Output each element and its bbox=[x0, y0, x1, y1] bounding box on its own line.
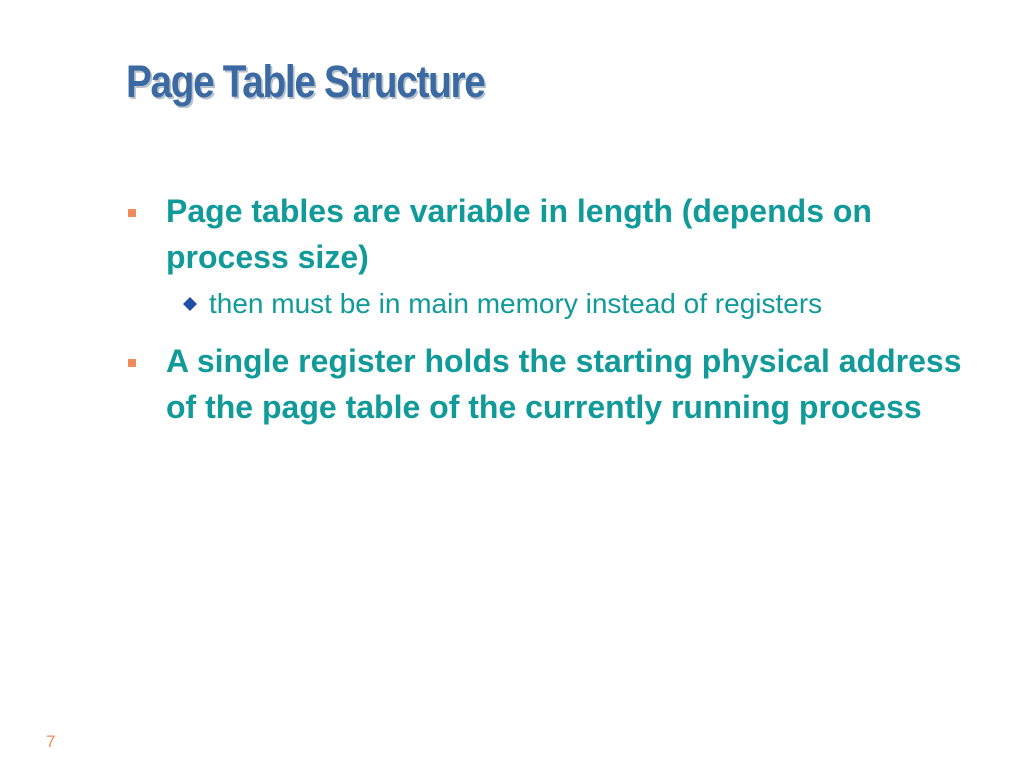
diamond-bullet-icon bbox=[183, 297, 197, 311]
square-bullet-icon bbox=[128, 209, 136, 217]
sub-bullet-text: then must be in main memory instead of r… bbox=[209, 288, 823, 319]
bullet-item: A single register holds the starting phy… bbox=[124, 338, 994, 430]
slide-title: Page Table Structure bbox=[126, 56, 486, 107]
bullet-text: A single register holds the starting phy… bbox=[166, 343, 962, 425]
bullet-list: Page tables are variable in length (depe… bbox=[124, 188, 994, 444]
page-number: 7 bbox=[46, 732, 56, 751]
sub-bullet-item: then must be in main memory instead of r… bbox=[166, 284, 994, 324]
bullet-text: Page tables are variable in length (depe… bbox=[166, 193, 872, 275]
square-bullet-icon bbox=[128, 359, 136, 367]
bullet-item: Page tables are variable in length (depe… bbox=[124, 188, 994, 324]
sub-bullet-list: then must be in main memory instead of r… bbox=[166, 284, 994, 324]
